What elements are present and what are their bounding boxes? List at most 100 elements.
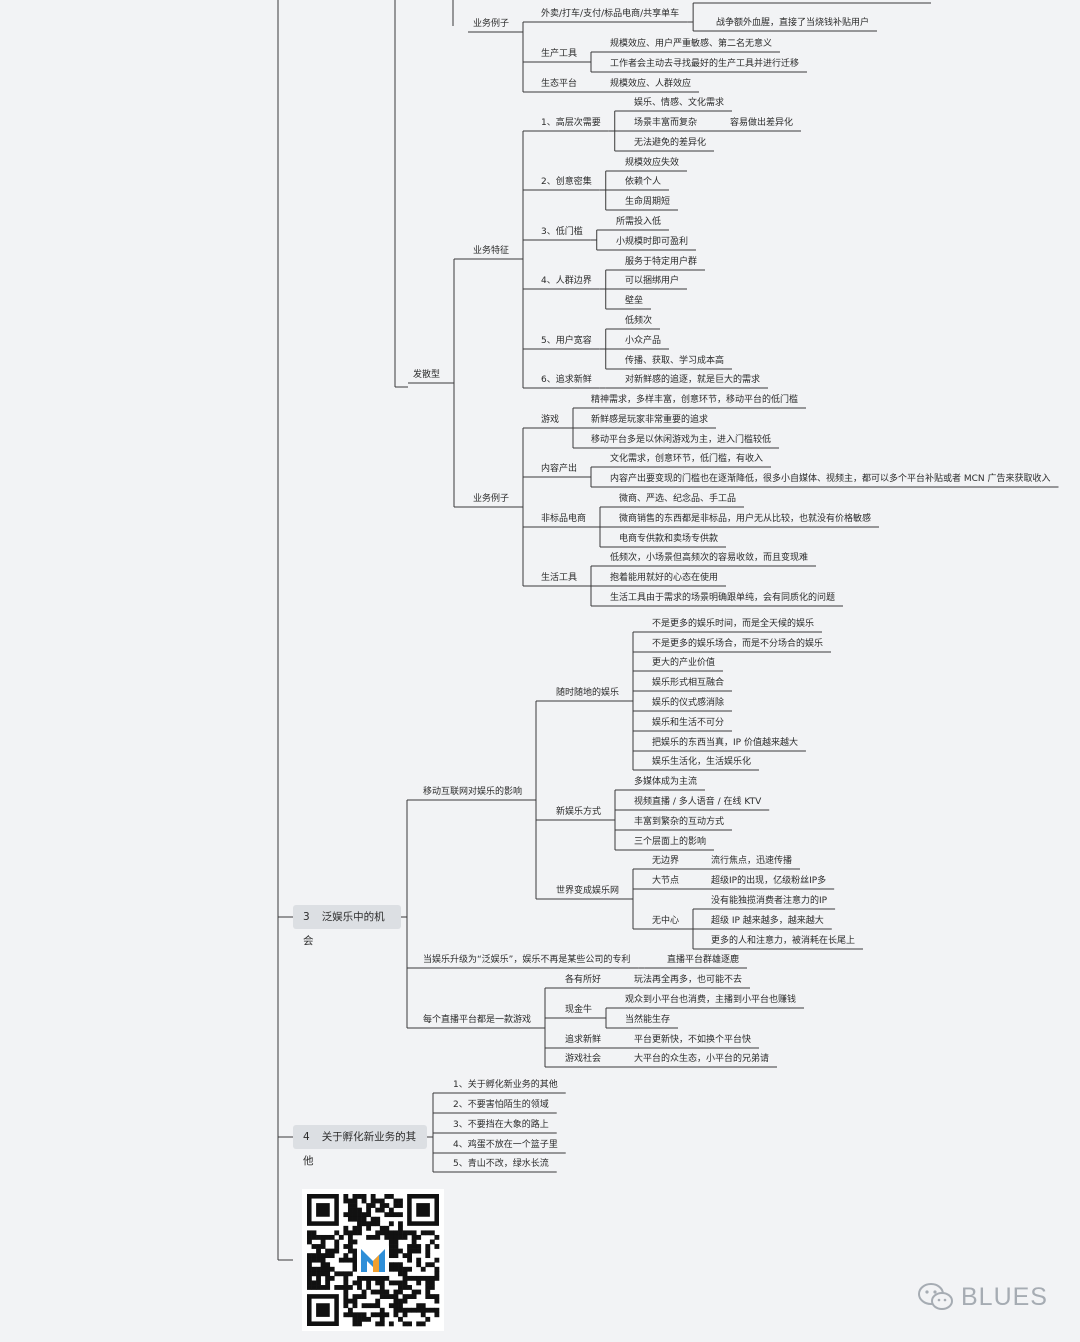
node-f1b: 场景丰富而复杂 [634, 118, 698, 128]
node-f5: 5、用户宽容 [541, 336, 592, 346]
node-l1-s0a: 同质化、规模效应、无边界、无壁垒、严重价格敏感 [716, 0, 923, 1]
node-m1a6: 娱乐和生活不可分 [652, 718, 725, 728]
node-e2: 内容产出 [541, 464, 578, 474]
node-f4b: 可以捆绑用户 [625, 276, 680, 286]
topic-number: 3 [303, 911, 310, 923]
node-o1: 1、关于孵化新业务的其他 [453, 1080, 558, 1090]
node-biz-feature: 业务特征 [473, 246, 510, 256]
node-l1-s1: 生产工具 [541, 49, 578, 59]
node-f4a: 服务于特定用户群 [625, 257, 698, 267]
node-f1a: 娱乐、情感、文化需求 [634, 98, 725, 108]
node-f5c: 传播、获取、学习成本高 [625, 356, 725, 366]
node-biz-example: 业务例子 [473, 494, 510, 504]
node-e3: 非标品电商 [541, 514, 587, 524]
brand-watermark: BLUES [917, 1282, 1048, 1312]
node-m3: 每个直播平台都是一款游戏 [423, 1015, 532, 1025]
node-f6: 6、追求新鲜 [541, 375, 592, 385]
node-m1c3b: 超级 IP 越来越多，越来越大 [711, 916, 824, 926]
node-l1-s1b: 工作者会主动去寻找最好的生产工具并进行迁移 [610, 59, 800, 69]
node-m1b4: 三个层面上的影响 [634, 837, 707, 847]
node-m1c3c: 更多的人和注意力，被消耗在长尾上 [711, 936, 856, 946]
node-m1c2: 大节点 [652, 876, 680, 886]
node-m3b: 现金牛 [565, 1005, 593, 1015]
node-m1a5: 娱乐的仪式感消除 [652, 698, 725, 708]
node-f4c: 壁垒 [625, 296, 644, 306]
node-m1a3: 更大的产业价值 [652, 658, 716, 668]
node-f2c: 生命周期短 [625, 197, 671, 207]
node-f4: 4、人群边界 [541, 276, 592, 286]
node-m2a: 直播平台群雄逐鹿 [667, 955, 740, 965]
node-e2a: 文化需求，创意环节，低门槛，有收入 [610, 454, 764, 464]
node-m1a7: 把娱乐的东西当真，IP 价值越来越大 [652, 738, 798, 748]
node-m1a8: 娱乐生活化，生活娱乐化 [652, 757, 752, 767]
node-m3b1: 观众到小平台也消费，主播到小平台也赚钱 [625, 995, 797, 1005]
topic-title: 泛娱乐中的机会 [303, 911, 385, 947]
node-f6a: 对新鲜感的追逐，就是巨大的需求 [625, 375, 761, 385]
node-e4a: 低频次，小场景但高频次的容易收敛，而且变现难 [610, 553, 809, 563]
node-o5: 5、青山不改，绿水长流 [453, 1159, 549, 1169]
node-m1b2: 视频直播 / 多人语音 / 在线 KTV [634, 797, 762, 807]
node-e2b: 内容产出要变现的门槛也在逐渐降低，很多小自媒体、视频主，都可以多个平台补贴或者 … [610, 474, 1051, 484]
node-l1-s2: 生态平台 [541, 79, 578, 89]
node-f3a: 所需投入低 [616, 217, 662, 227]
brand-text: BLUES [961, 1282, 1048, 1311]
node-m3a: 各有所好 [565, 975, 602, 985]
node-e3b: 微商销售的东西都是非标品，用户无从比较，也就没有价格敏感 [619, 514, 872, 524]
node-m1c3a: 没有能独揽消费者注意力的IP [711, 896, 828, 906]
node-l1-s0: 外卖/打车/支付/标品电商/共享单车 [541, 9, 680, 19]
qr-code-graphic [307, 1194, 440, 1327]
node-m1c2a: 超级IP的出现，亿级粉丝IP多 [711, 876, 827, 886]
node-m3b2: 当然能生存 [625, 1015, 671, 1025]
node-f3b: 小规模时即可盈利 [616, 237, 689, 247]
node-f3: 3、低门槛 [541, 227, 583, 237]
node-m3d1: 大平台的众生态，小平台的兄弟请 [634, 1054, 770, 1064]
node-l1-s2a: 规模效应、人群效应 [610, 79, 692, 89]
node-m1a: 随时随地的娱乐 [556, 688, 620, 698]
node-m1b: 新娱乐方式 [556, 807, 602, 817]
qr-code-icon [302, 1189, 444, 1331]
node-m2: 当娱乐升级为“泛娱乐”，娱乐不再是某些公司的专利 [423, 955, 631, 965]
qr-logo-icon [357, 1244, 389, 1276]
node-e4b: 抱着能用就好的心态在使用 [610, 573, 719, 583]
node-f1b1: 容易做出差异化 [730, 118, 794, 128]
node-f5b: 小众产品 [625, 336, 662, 346]
node-o3: 3、不要挡在大象的路上 [453, 1120, 549, 1130]
node-e1: 游戏 [541, 415, 560, 425]
node-m3c1: 平台更新快，不如换个平台快 [634, 1035, 752, 1045]
node-m1b3: 丰富到繁杂的互动方式 [634, 817, 725, 827]
node-m1c1: 无边界 [652, 856, 680, 866]
node-m3a1: 玩法再全再多，也可能不去 [634, 975, 743, 985]
node-m3d: 游戏社会 [565, 1054, 602, 1064]
node-m1a4: 娱乐形式相互融合 [652, 678, 725, 688]
node-e4c: 生活工具由于需求的场景明确跟单纯，会有同质化的问题 [610, 593, 836, 603]
node-divergent: 发散型 [413, 370, 441, 380]
node-e3c: 电商专供款和卖场专供款 [619, 534, 719, 544]
node-m1c: 世界变成娱乐网 [556, 886, 620, 896]
node-f5a: 低频次 [625, 316, 653, 326]
node-l1-s1a: 规模效应、用户严重敏感、第二名无意义 [610, 39, 773, 49]
node-o4: 4、鸡蛋不放在一个篮子里 [453, 1140, 558, 1150]
node-m1b1: 多媒体成为主流 [634, 777, 698, 787]
node-m1: 移动互联网对娱乐的影响 [423, 787, 523, 797]
node-f2b: 依赖个人 [625, 177, 662, 187]
node-m1a2: 不是更多的娱乐场合，而是不分场合的娱乐 [652, 639, 824, 649]
node-l1-biz-example-a: 业务例子 [473, 19, 510, 29]
node-o2: 2、不要害怕陌生的领域 [453, 1100, 549, 1110]
node-f1: 1、高层次需要 [541, 118, 601, 128]
node-f1c: 无法避免的差异化 [634, 138, 707, 148]
node-e1c: 移动平台多是以休闲游戏为主，进入门槛较低 [591, 435, 772, 445]
node-m1c1a: 流行焦点，迅速传播 [711, 856, 793, 866]
node-f2a: 规模效应失效 [625, 158, 680, 168]
node-e1a: 精神需求，多样丰富，创意环节，移动平台的低门槛 [591, 395, 799, 405]
node-m3c: 追求新鲜 [565, 1035, 602, 1045]
node-m1c3: 无中心 [652, 916, 680, 926]
node-f2: 2、创意密集 [541, 177, 592, 187]
node-e1b: 新鲜感是玩家非常重要的追求 [591, 415, 709, 425]
node-e4: 生活工具 [541, 573, 578, 583]
node-l1-s0b: 战争额外血腥，直接了当烧钱补贴用户 [716, 18, 870, 28]
topic-number: 4 [303, 1131, 310, 1143]
wechat-icon [918, 1283, 953, 1310]
